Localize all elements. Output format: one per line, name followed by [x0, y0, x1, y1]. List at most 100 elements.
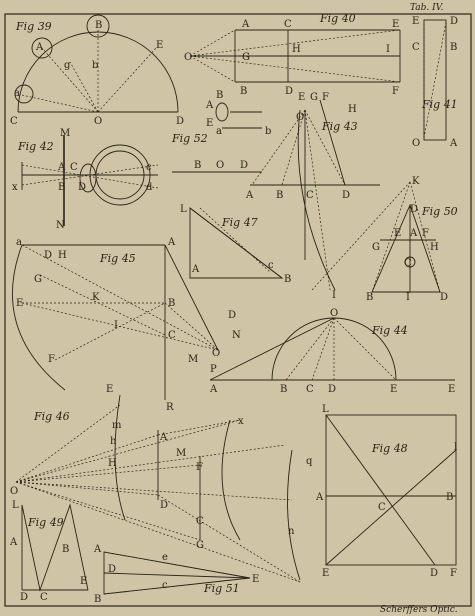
fig46-title: Fig 46	[33, 410, 70, 423]
plate-number: Tab. IV.	[410, 3, 444, 13]
point-label: D	[285, 86, 293, 97]
point-label: C	[10, 116, 18, 127]
point-label: G	[310, 92, 318, 103]
point-label: x	[238, 416, 244, 427]
figure-49: Fig 49 L A B D C E	[9, 500, 89, 603]
point-label: H	[108, 458, 117, 469]
point-label: A	[9, 537, 18, 548]
point-label: B	[58, 182, 65, 193]
point-label: O	[94, 116, 102, 127]
point-label: C	[306, 384, 314, 395]
fig40-title: Fig 40	[319, 12, 356, 25]
point-label: N	[232, 330, 241, 341]
point-label: O	[330, 308, 338, 319]
fig50-title: Fig 50	[421, 205, 458, 218]
fig51-title: Fig 51	[203, 582, 240, 595]
point-label: O	[10, 486, 18, 497]
point-label: N	[56, 220, 65, 231]
point-label: I	[386, 44, 390, 55]
point-label: A	[449, 138, 458, 149]
point-label: H	[348, 104, 357, 115]
point-label: M	[60, 128, 70, 139]
point-label: B	[284, 274, 291, 285]
point-label: B	[446, 492, 453, 503]
point-label: D	[328, 384, 336, 395]
point-label: E	[394, 228, 401, 239]
point-label: C	[412, 42, 420, 53]
fig52-title: Fig 52	[171, 132, 208, 145]
point-label: A	[159, 432, 168, 443]
point-label: I	[406, 292, 410, 303]
point-label: B	[194, 160, 201, 171]
fig44-title: Fig 44	[371, 324, 408, 337]
point-label: K	[92, 292, 100, 303]
point-label: A	[167, 237, 176, 248]
point-label: B	[276, 190, 283, 201]
fig39-title: Fig 39	[15, 20, 52, 33]
point-label: L	[322, 404, 329, 415]
point-label: L	[12, 500, 19, 511]
point-label: D	[44, 250, 52, 261]
figure-44: Fig 44 O A B C D E E	[209, 308, 455, 395]
figure-43: Fig 43 E G F H O A B C D I	[245, 92, 380, 301]
figure-50: Fig 50 K D G E A F H C B I D	[311, 176, 458, 303]
point-label: b	[265, 126, 271, 137]
point-label: E	[206, 118, 213, 129]
figure-46: Fig 46 E m h A M H F O D C G x q n	[10, 384, 313, 583]
point-label: d	[146, 182, 153, 193]
fig43-title: Fig 43	[321, 120, 358, 133]
point-label: E	[322, 568, 329, 579]
point-label: G	[372, 242, 380, 253]
point-label: D	[78, 182, 86, 193]
point-label: g	[64, 60, 71, 71]
point-label: E	[106, 384, 113, 395]
point-label: l	[454, 442, 457, 453]
engraver-credit: Scherffers Optic.	[380, 605, 458, 615]
point-label: A	[93, 544, 102, 555]
point-label: A	[205, 100, 214, 111]
point-label: C	[196, 516, 204, 527]
fig48-title: Fig 48	[371, 442, 408, 455]
point-label: F	[450, 568, 457, 579]
point-label: C	[70, 162, 78, 173]
point-label: L	[180, 204, 187, 215]
point-label: c	[146, 162, 152, 173]
point-label: D	[160, 500, 168, 511]
fig42-title: Fig 42	[17, 140, 54, 153]
point-label: F	[392, 86, 399, 97]
point-label: F	[196, 462, 203, 473]
fig49-title: Fig 49	[27, 516, 64, 529]
point-label: D	[430, 568, 438, 579]
point-label: A	[35, 42, 44, 53]
point-label: B	[62, 544, 69, 555]
point-label: C	[306, 190, 314, 201]
point-label: A	[315, 492, 324, 503]
point-label: A	[409, 228, 418, 239]
plate-border	[4, 13, 472, 607]
point-label: A	[209, 384, 218, 395]
point-label: O	[212, 348, 220, 359]
figure-39: Fig 39 B A g b E a C O D	[10, 14, 184, 127]
point-label: A	[57, 162, 66, 173]
point-label: H	[58, 250, 67, 261]
point-label: A	[241, 19, 250, 30]
point-label: b	[92, 60, 98, 71]
point-label: A	[191, 264, 200, 275]
point-label: G	[196, 540, 204, 551]
point-label: H	[430, 242, 439, 253]
point-label: R	[166, 402, 174, 413]
point-label: B	[366, 292, 373, 303]
point-label: D	[450, 16, 458, 27]
point-label: E	[252, 574, 259, 585]
point-label: O	[216, 160, 224, 171]
point-label: M	[176, 448, 186, 459]
point-label: O	[184, 52, 192, 63]
figure-40: Fig 40 A C E O G H I B D F	[184, 12, 401, 97]
figure-47: Fig 47 L A c B	[180, 204, 291, 285]
point-label: D	[20, 592, 28, 603]
point-label: B	[450, 42, 457, 53]
point-label: B	[168, 298, 175, 309]
point-label: F	[48, 354, 55, 365]
point-label: C	[378, 502, 386, 513]
